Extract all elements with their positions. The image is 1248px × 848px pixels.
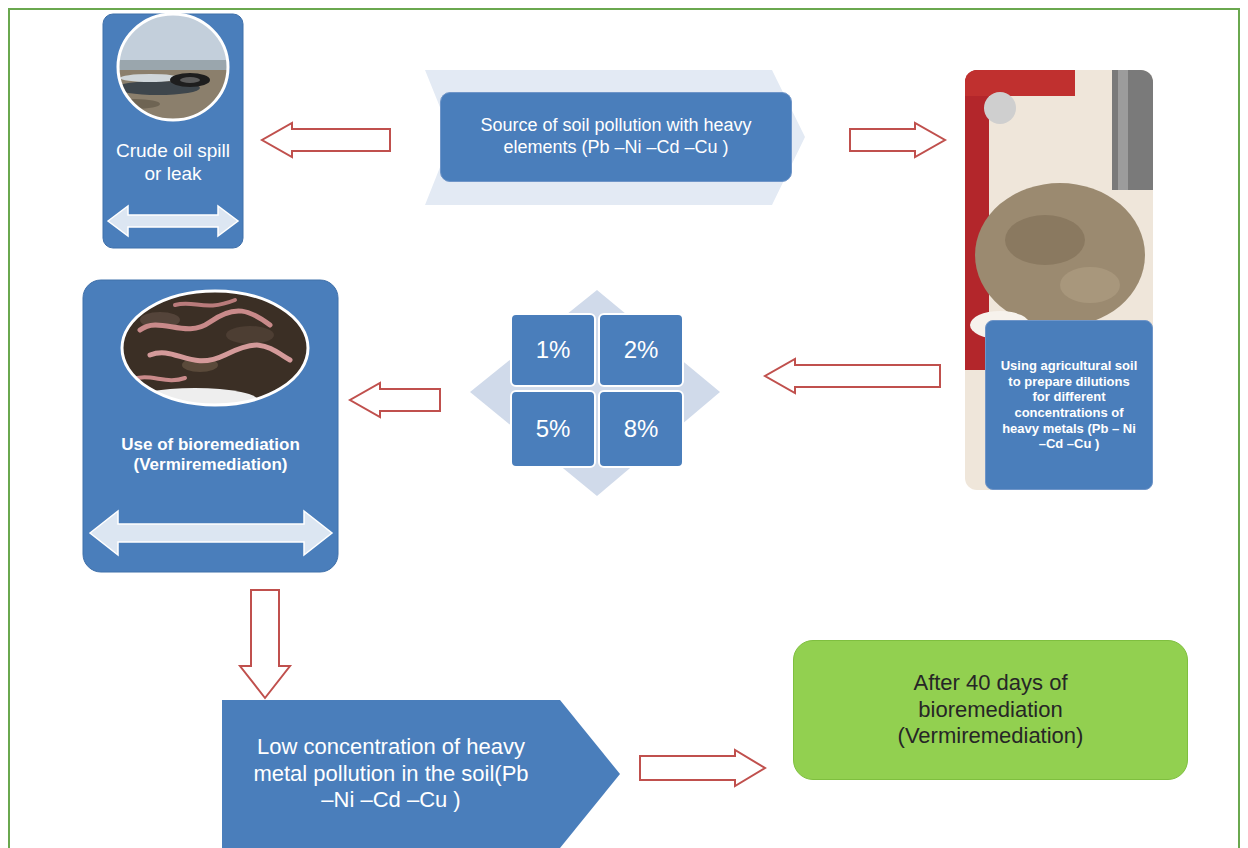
- node-label: 2%: [624, 336, 659, 365]
- chevron-backdrop: [425, 70, 805, 205]
- node-label: Crude oil spill or leak: [111, 140, 235, 186]
- photo-cylinder-shine: [1118, 70, 1128, 190]
- photo-soil-pile: [975, 183, 1145, 327]
- node-label: Use of bioremediation (Vermiremediation): [93, 435, 328, 476]
- concentration-box: 1%: [510, 313, 596, 387]
- photo-tire: [170, 73, 210, 87]
- diamond-backdrop: [470, 290, 720, 496]
- photo-frame: [118, 14, 228, 120]
- method-card: Use of bioremediation (Vermiremediation): [83, 280, 338, 572]
- node-label: 1%: [536, 336, 571, 365]
- photo-horizon: [110, 60, 240, 70]
- chevron-outline: [222, 700, 620, 848]
- card-shape: [83, 280, 338, 572]
- source-card: Crude oil spill or leak: [103, 14, 243, 248]
- block-arrow: [640, 750, 765, 786]
- result-box: After 40 days of bioremediation (Vermire…: [793, 640, 1188, 780]
- chevron-box: Low concentration of heavy metal polluti…: [222, 700, 620, 848]
- photo-red-frame: [965, 70, 1075, 96]
- worm-shape: [140, 311, 270, 330]
- node-label: Low concentration of heavy metal polluti…: [247, 734, 535, 813]
- earthworm-photo: [115, 285, 315, 416]
- worm-shape: [175, 300, 235, 306]
- block-arrow: [850, 123, 945, 157]
- worm-shape: [150, 345, 290, 361]
- double-arrow-symbol: [108, 206, 238, 236]
- page-frame: [9, 9, 1239, 848]
- photo-background: [965, 70, 1153, 490]
- oil-spill-photo: [110, 10, 240, 125]
- node-label: Source of soil pollution with heavy elem…: [461, 115, 771, 158]
- block-arrow: [350, 383, 440, 417]
- photo-soil-light: [1060, 267, 1120, 303]
- concentration-box: 8%: [598, 390, 684, 468]
- node-label: After 40 days of bioremediation (Vermire…: [874, 670, 1107, 749]
- photo-metal-part: [984, 92, 1016, 124]
- photo-soil-shade: [1005, 215, 1085, 265]
- concentration-box: 5%: [510, 390, 596, 468]
- block-arrow: [240, 590, 290, 698]
- double-arrow-symbol: [90, 511, 332, 555]
- concentration-box: 2%: [598, 313, 684, 387]
- block-arrow: [262, 123, 390, 157]
- block-arrow: [765, 359, 940, 393]
- node-label: 5%: [536, 415, 571, 444]
- soil-sample-photo: [965, 70, 1153, 490]
- process-box: Source of soil pollution with heavy elem…: [440, 92, 792, 182]
- photo-soil: [115, 285, 315, 415]
- photo-card: Using agricultural soil to prepare dilut…: [965, 70, 1153, 490]
- photo-cylinder: [1112, 70, 1153, 190]
- caption-panel: Using agricultural soil to prepare dilut…: [985, 320, 1153, 490]
- photo-soil-clump: [226, 326, 274, 344]
- photo-frame: [122, 291, 308, 405]
- node-label: 8%: [624, 415, 659, 444]
- photo-tire-hub: [180, 77, 200, 83]
